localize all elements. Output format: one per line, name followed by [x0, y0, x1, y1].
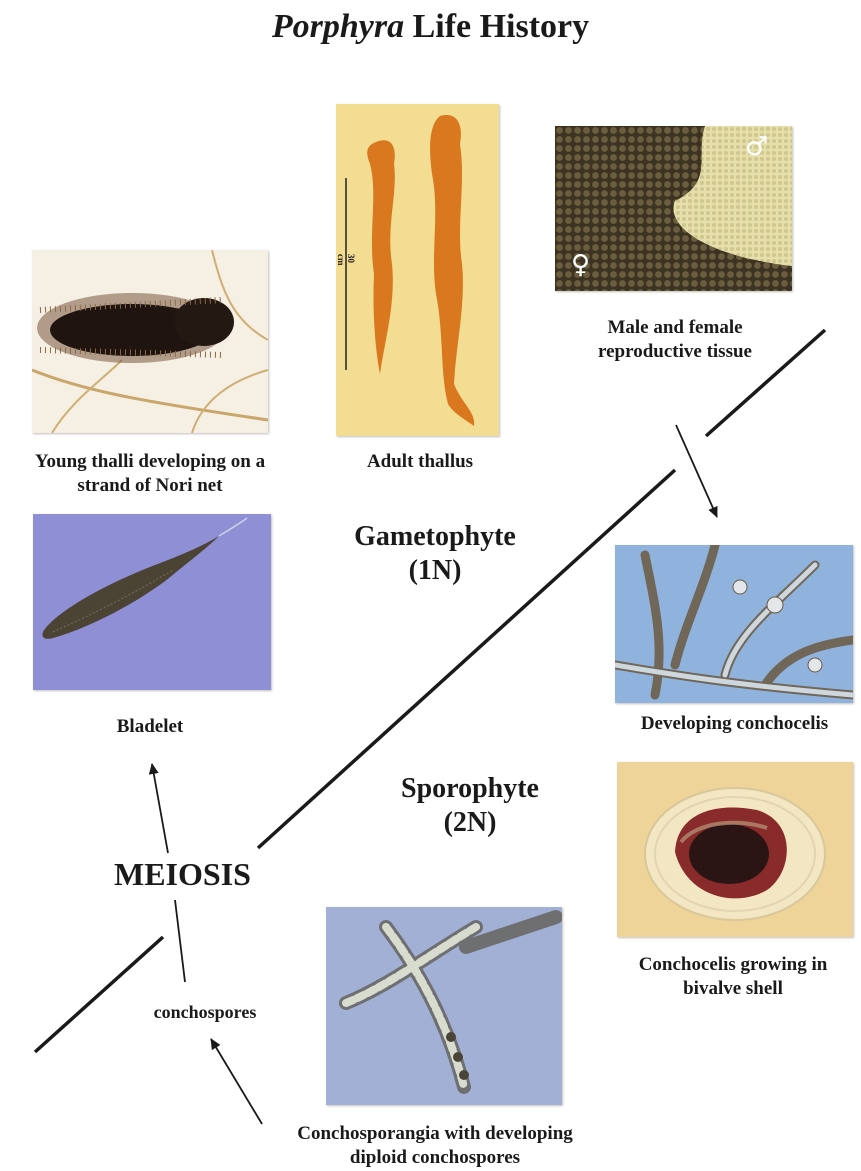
- thallus-photo-bg: [336, 104, 499, 436]
- sporophyte-ploidy: (2N): [360, 806, 580, 840]
- arrow-meiosis-link: [175, 900, 185, 982]
- sporophyte-name: Sporophyte: [360, 772, 580, 806]
- caption-developing-conchocelis: Developing conchocelis: [612, 712, 857, 736]
- caption-reproductive-line1: Male and female: [560, 316, 790, 340]
- developing-conchocelis-photo: [615, 545, 853, 703]
- gametophyte-ploidy: (1N): [320, 554, 550, 588]
- conchosporangia-photo: [326, 907, 562, 1105]
- adult-thallus-photo: 30 cm: [336, 104, 499, 436]
- caption-adult-thallus: Adult thallus: [340, 450, 500, 474]
- bivalve-shell-photo: [617, 762, 853, 937]
- caption-conchosporangia: Conchosporangia with developing diploid …: [255, 1122, 615, 1170]
- caption-bladelet: Bladelet: [70, 715, 230, 739]
- caption-reproductive-line2: reproductive tissue: [560, 340, 790, 364]
- sporophyte-label: Sporophyte (2N): [360, 772, 580, 840]
- caption-reproductive: Male and female reproductive tissue: [560, 316, 790, 364]
- caption-shell-line2: bivalve shell: [605, 977, 861, 1001]
- young-thalli-photo: [32, 250, 268, 433]
- caption-young-thalli-line1: Young thalli developing on a: [0, 450, 300, 474]
- caption-conchosporangia-line2: diploid conchospores: [255, 1146, 615, 1170]
- gametophyte-name: Gametophyte: [320, 520, 550, 554]
- male-symbol: ♂: [745, 132, 768, 162]
- caption-shell-line1: Conchocelis growing in: [605, 953, 861, 977]
- arrow-to-conchocelis: [676, 425, 717, 517]
- caption-young-thalli: Young thalli developing on a strand of N…: [0, 450, 300, 498]
- gametophyte-label: Gametophyte (1N): [320, 520, 550, 588]
- conchospores-label: conchospores: [120, 1000, 290, 1024]
- meiosis-label: MEIOSIS: [114, 856, 251, 893]
- arrow-to-conchospores: [211, 1039, 262, 1124]
- scale-bar-label: 30 cm: [336, 254, 356, 274]
- reproductive-tissue-photo: ♂ ♀: [555, 126, 792, 291]
- caption-conchosporangia-line1: Conchosporangia with developing: [255, 1122, 615, 1146]
- bladelet-photo: [33, 514, 271, 690]
- caption-young-thalli-line2: strand of Nori net: [0, 474, 300, 498]
- arrow-to-bladelet: [152, 764, 168, 853]
- caption-shell: Conchocelis growing in bivalve shell: [605, 953, 861, 1001]
- female-symbol: ♀: [571, 250, 590, 280]
